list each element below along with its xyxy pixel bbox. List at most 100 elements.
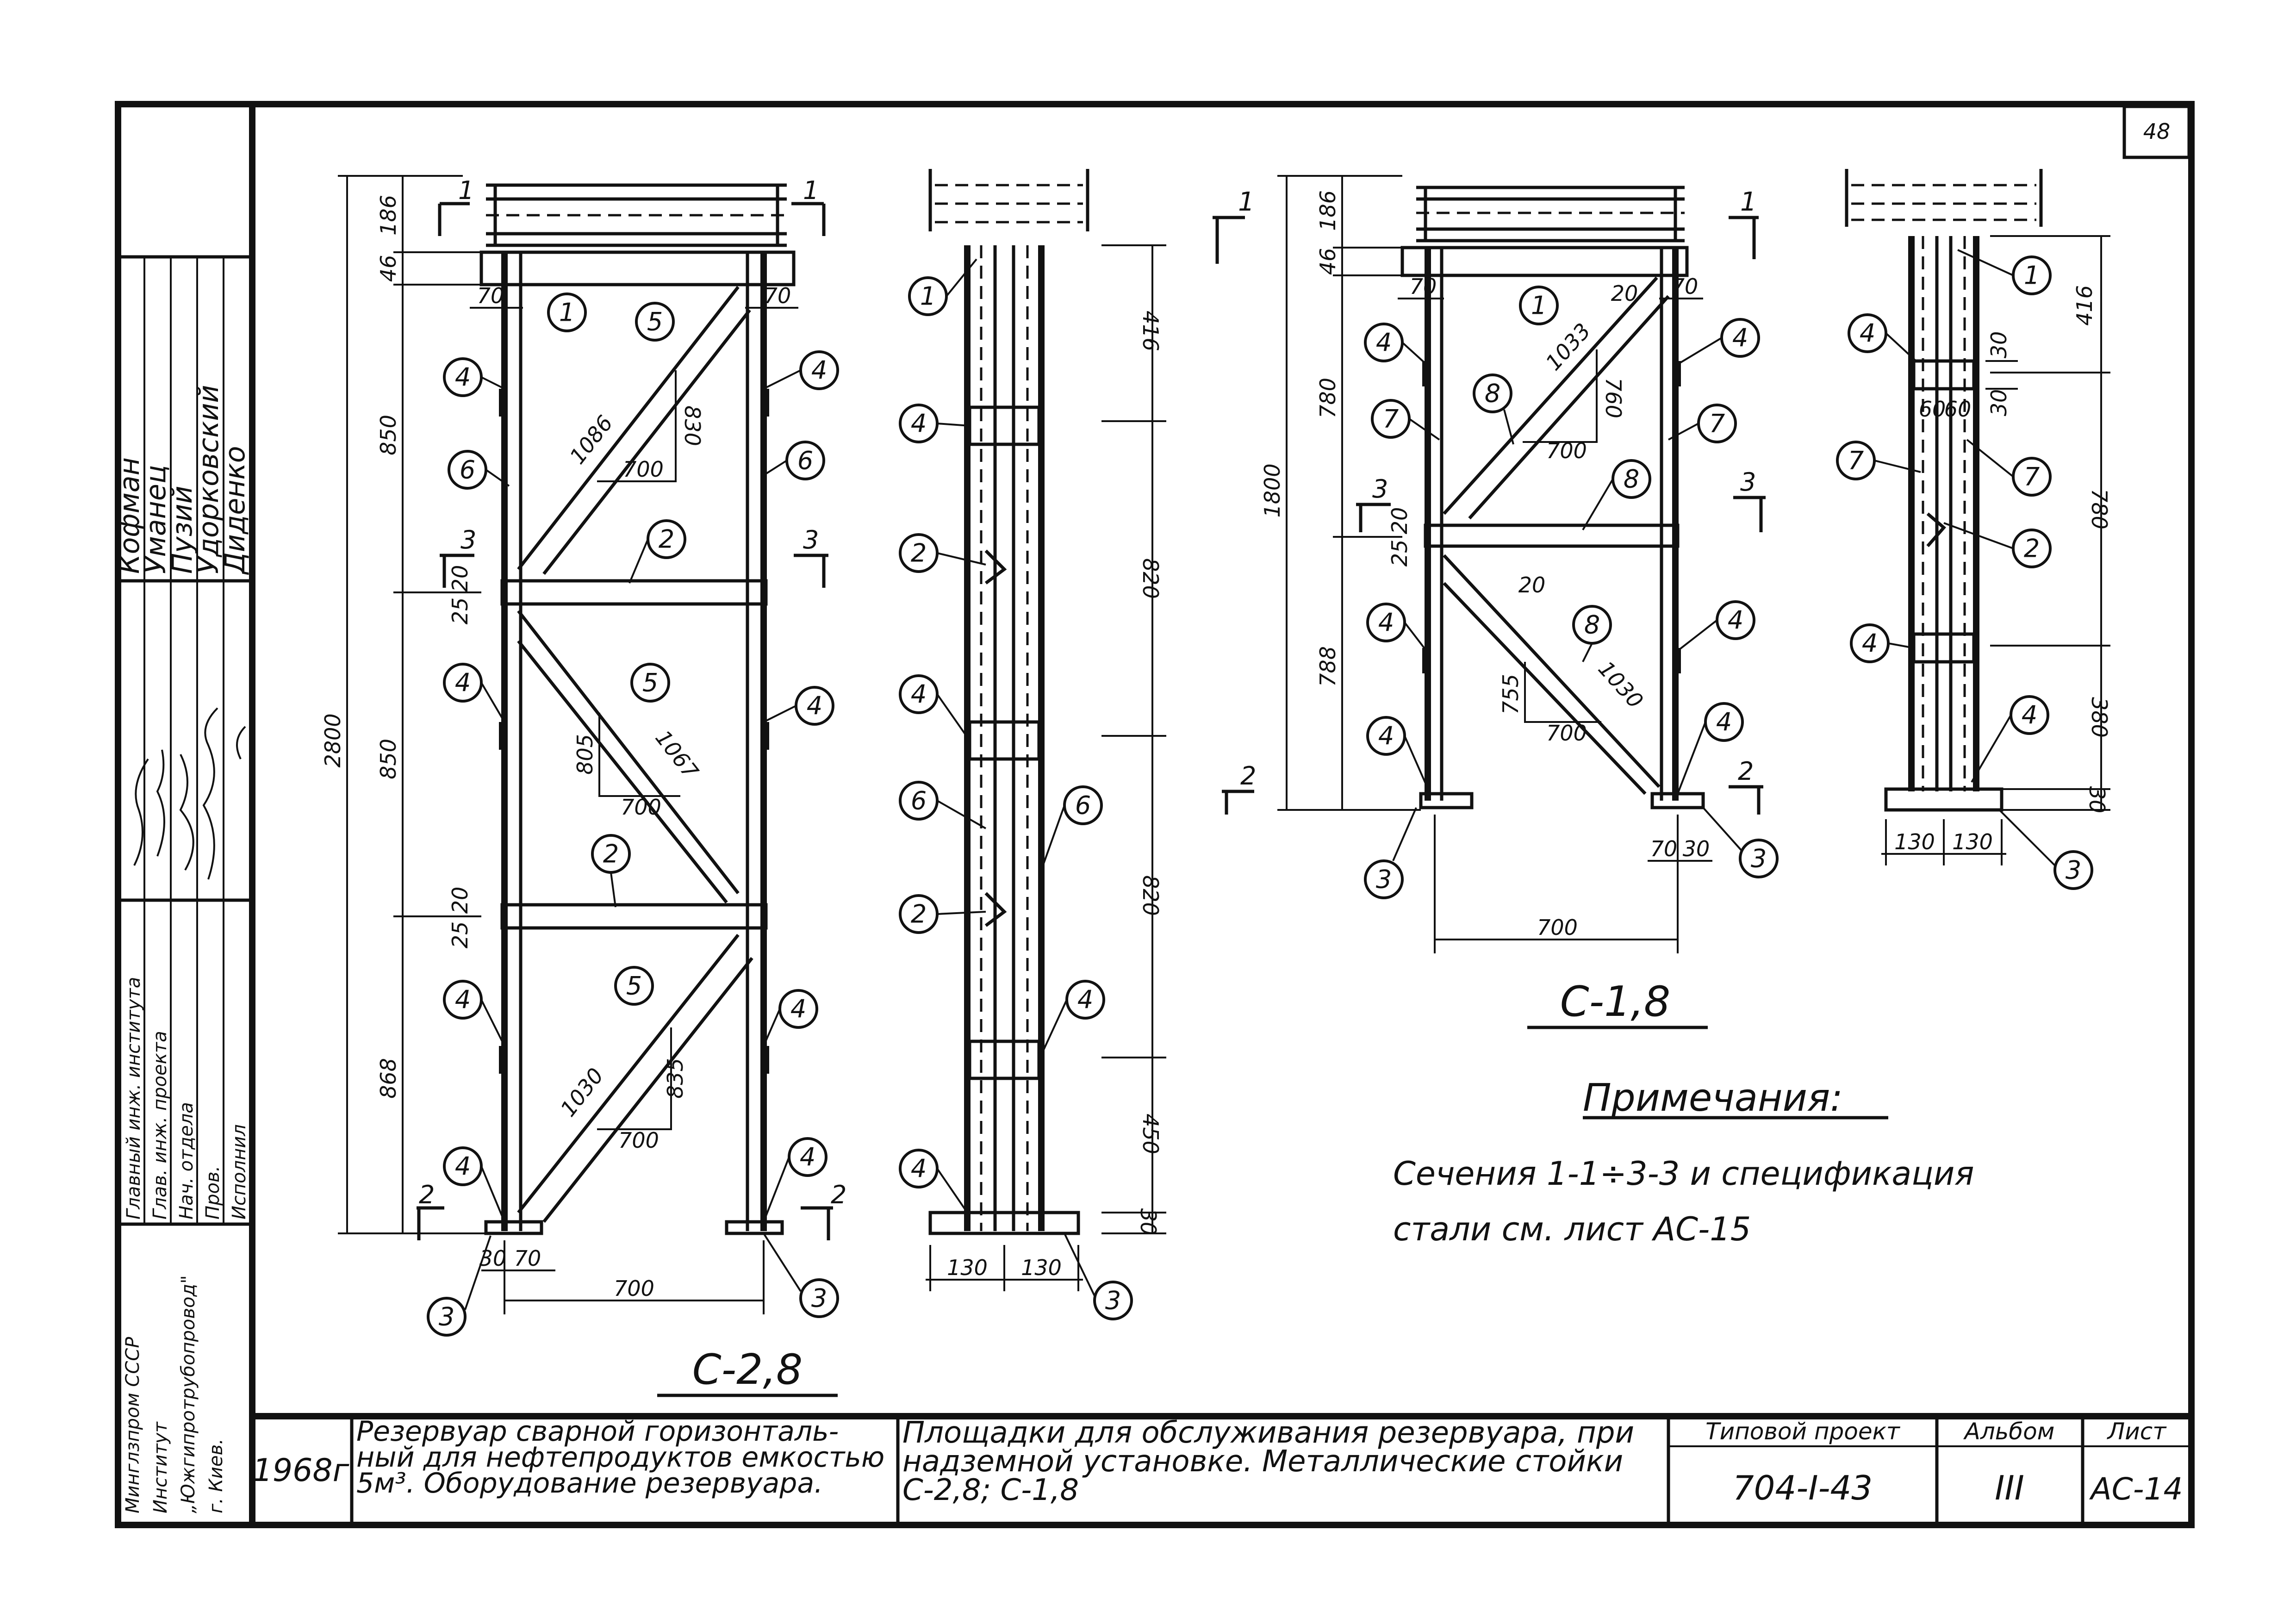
c18s-dim-60b: 60	[1944, 397, 1972, 422]
c18-dim-total: 1800	[1260, 463, 1285, 517]
c28-dim-b70: 70	[514, 1246, 541, 1271]
c18-bub-3b: 3	[1751, 844, 1767, 873]
c18-dim-b30: 30	[1683, 836, 1710, 861]
c28-sec-3l: 3	[460, 525, 476, 554]
c28s-dim-30: 30	[1136, 1208, 1161, 1236]
c18-bub-4d: 4	[1728, 606, 1743, 635]
c28-br3-v: 835	[663, 1058, 688, 1099]
c18-br1-t: 20	[1611, 281, 1638, 306]
c18-sec-2l: 2	[1240, 761, 1256, 790]
stamp-org-1: Минглзпром СССР	[122, 1337, 143, 1513]
stamp-role-1: Главный инж. института	[123, 977, 144, 1220]
c28-br3-len: 1030	[555, 1063, 609, 1121]
c28s-bub-4d: 4	[911, 1154, 927, 1183]
c28-bub-5c: 5	[626, 971, 642, 1001]
c28s-dim-820a: 820	[1138, 558, 1163, 599]
c18-bub-8a: 8	[1485, 379, 1500, 408]
c18s-dim-416: 416	[2072, 285, 2097, 326]
c28s-bub-6b: 6	[1075, 791, 1091, 820]
c28-br2-len: 1067	[650, 725, 703, 784]
project-label: Типовой проект	[1705, 1418, 1901, 1445]
c28s-bub-4b: 4	[911, 680, 927, 709]
c28-dim-20a: 20	[448, 565, 473, 592]
c18-br1-v: 760	[1601, 378, 1626, 418]
c28-dim-186: 186	[376, 195, 401, 236]
c28-sec-1l: 1	[458, 176, 474, 205]
c28s-dim-130r: 130	[1021, 1255, 1062, 1280]
notes-heading: Примечания:	[1583, 1076, 1843, 1120]
c18-sec-1l: 1	[1238, 187, 1255, 217]
c28-dim-70l: 70	[477, 283, 504, 308]
c18-bub-7b: 7	[1709, 409, 1725, 438]
c18-dim-25: 25	[1387, 540, 1412, 567]
c28-dim-25b: 25	[448, 921, 473, 949]
c18-dim-b70: 70	[1650, 836, 1678, 861]
notes-line-1: Сечения 1-1÷3-3 и спецификация	[1393, 1155, 1974, 1193]
c28-sec-1r: 1	[803, 176, 819, 205]
c18s-bub-3: 3	[2066, 856, 2081, 885]
c28s-bub-1: 1	[920, 282, 936, 311]
c28-dim-700: 700	[614, 1276, 654, 1301]
c28s-bub-4a: 4	[911, 409, 927, 438]
c18-bub-1: 1	[1531, 291, 1547, 320]
c28-bub-4f: 4	[790, 995, 806, 1024]
view-c28-side: 416 820 820 450 30 130 130 1 4 2 4 6 6 2…	[899, 169, 1166, 1320]
outer-frame	[115, 101, 2195, 1528]
view-c18-front: 1800 186 46 780 788 20 25 70 70 700 70 3…	[1213, 175, 1779, 953]
c18-sec-1r: 1	[1740, 187, 1757, 217]
c18s-bub-7a: 7	[1848, 446, 1864, 475]
c18s-dim-30a: 30	[1986, 331, 2011, 359]
c28-bub-2a: 2	[659, 525, 674, 554]
c18s-dim-780: 780	[2087, 489, 2112, 529]
c18s-dim-130l: 130	[1894, 829, 1935, 854]
c28-dim-850a: 850	[376, 415, 401, 455]
c28-dim-b30: 30	[479, 1246, 507, 1271]
c28-title: С-2,8	[692, 1345, 803, 1394]
title-year: 1968г	[253, 1452, 350, 1489]
c18-dim-700: 700	[1537, 915, 1578, 940]
c18-dim-20: 20	[1387, 507, 1412, 535]
c18-dim-46: 46	[1315, 248, 1340, 275]
c28-bub-4d: 4	[807, 691, 822, 721]
c28-br1-h: 700	[623, 457, 664, 482]
c18-sec-3r: 3	[1740, 467, 1756, 497]
stamp-name-5: Диденко	[219, 446, 251, 575]
c28-dim-70r: 70	[764, 283, 791, 308]
c18-dim-70r: 70	[1671, 274, 1699, 299]
stamp-name-1: Кофман	[113, 457, 146, 574]
stamp-org-3: „Южгипротрубопровод"	[178, 1275, 199, 1513]
c18s-bub-4c: 4	[2022, 701, 2037, 730]
c28-bub-4b: 4	[811, 356, 827, 385]
c18s-dim-30b: 30	[1986, 389, 2011, 417]
c18-bub-3a: 3	[1376, 865, 1392, 894]
sheet-number-box: 48	[2122, 105, 2191, 159]
c28-bubbles: 1 5 4 4 6 6 2 4 5 4 2 4 5 4 4 4 3 3	[427, 292, 839, 1337]
c28-section-markers: 1 1 3 3 2 2	[417, 176, 846, 1240]
c28-bub-3b: 3	[811, 1284, 827, 1313]
c28s-bub-2a: 2	[911, 539, 927, 568]
c18s-bub-1: 1	[2024, 261, 2040, 290]
c28-br2-h: 700	[621, 795, 661, 820]
c28-bub-5b: 5	[642, 668, 658, 697]
c18s-dim-380: 380	[2087, 697, 2112, 738]
signatures	[133, 707, 246, 880]
stamp-org-2: Институт	[150, 1421, 171, 1513]
stamp-role-5: Исполнил	[229, 1124, 250, 1220]
c18s-bub-4b: 4	[1862, 629, 1878, 658]
c18-bubbles: 1 4 4 8 7 7 8 4 8 4 4 4 3 3	[1364, 286, 1779, 899]
c18-dim-70l: 70	[1410, 274, 1437, 299]
c18-dim-788: 788	[1315, 646, 1340, 687]
c18-bub-8b: 8	[1624, 465, 1639, 494]
c18s-bub-4a: 4	[1860, 319, 1875, 348]
c28-bub-4c: 4	[455, 668, 471, 697]
stamp-name-4: Удорковский	[193, 385, 225, 574]
c28s-bub-3: 3	[1105, 1286, 1121, 1315]
c18s-bub-7b: 7	[2024, 462, 2040, 492]
view-c28-front: 2800 186 46 850 850 868 20 25 20 25 70 7…	[320, 175, 846, 1337]
album-label: Альбом	[1963, 1418, 2055, 1445]
c18-sec-2r: 2	[1738, 757, 1754, 786]
c18-bub-4b: 4	[1732, 324, 1748, 353]
stamp-role-2: Глав. инж. проекта	[149, 1031, 171, 1220]
c28-bub-4a: 4	[455, 363, 471, 392]
c28-bub-6a: 6	[460, 455, 475, 485]
